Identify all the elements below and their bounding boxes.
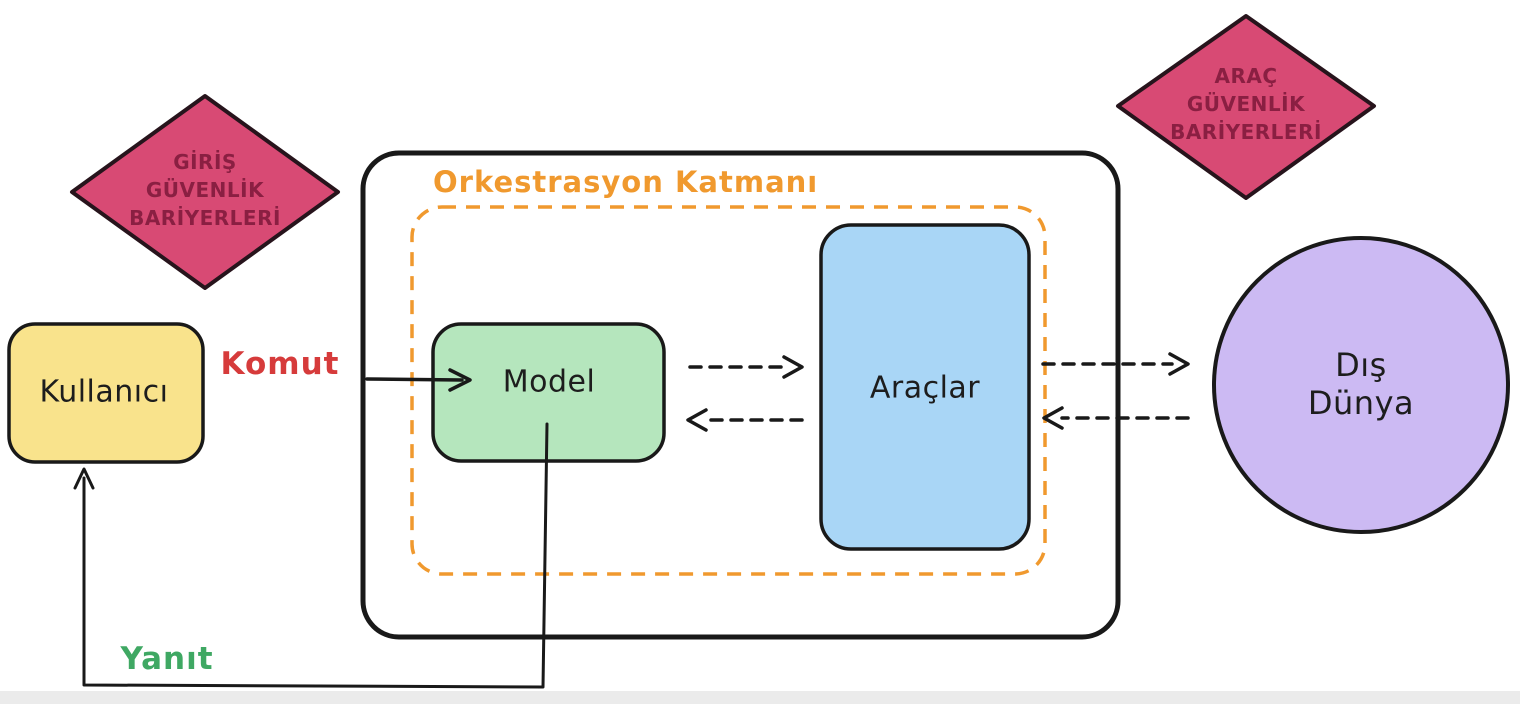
tools-box	[819, 223, 1031, 551]
model-box	[431, 322, 666, 463]
bottom-strip	[0, 691, 1520, 704]
tools-to-model-arrow	[686, 408, 804, 432]
tool-guardrails-diamond	[1116, 14, 1376, 200]
user-box	[7, 322, 205, 464]
orchestration-dashed-border	[410, 205, 1047, 576]
tools-to-world-arrow	[1041, 352, 1190, 376]
orchestration-label: Orkestrasyon Katmanı	[433, 165, 819, 199]
input-guardrails-diamond	[70, 94, 340, 290]
command-arrow	[365, 368, 472, 392]
outside-world-circle	[1212, 236, 1510, 534]
world-to-tools-arrow	[1042, 406, 1190, 430]
response-path	[73, 422, 549, 689]
model-to-tools-arrow	[688, 355, 804, 379]
